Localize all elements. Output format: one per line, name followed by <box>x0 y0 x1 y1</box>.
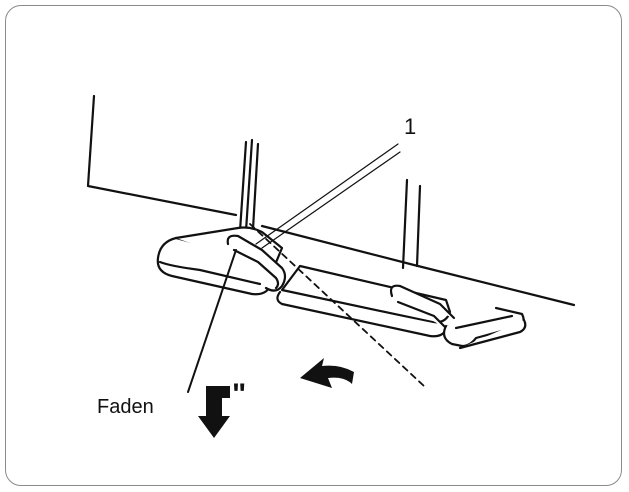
callout-leader-2 <box>261 151 401 249</box>
right-clip <box>389 284 527 350</box>
middle-foot <box>276 264 452 338</box>
figure-frame <box>5 5 622 486</box>
callout-leader-1 <box>255 143 399 245</box>
thread-label: Faden <box>97 396 154 418</box>
machine-base-line <box>260 224 576 307</box>
arrow-quote-mark: " <box>232 378 247 411</box>
machine-right-post-1 <box>401 178 409 270</box>
machine-right-post-2 <box>415 184 422 268</box>
callout-number-1: 1 <box>404 114 417 139</box>
down-arrow-icon <box>198 386 230 438</box>
thread-line <box>187 249 237 393</box>
left-clip <box>226 234 287 292</box>
machine-body-outline <box>86 94 238 217</box>
thread-path-dashed <box>249 223 425 387</box>
direction-arrow <box>300 358 354 388</box>
